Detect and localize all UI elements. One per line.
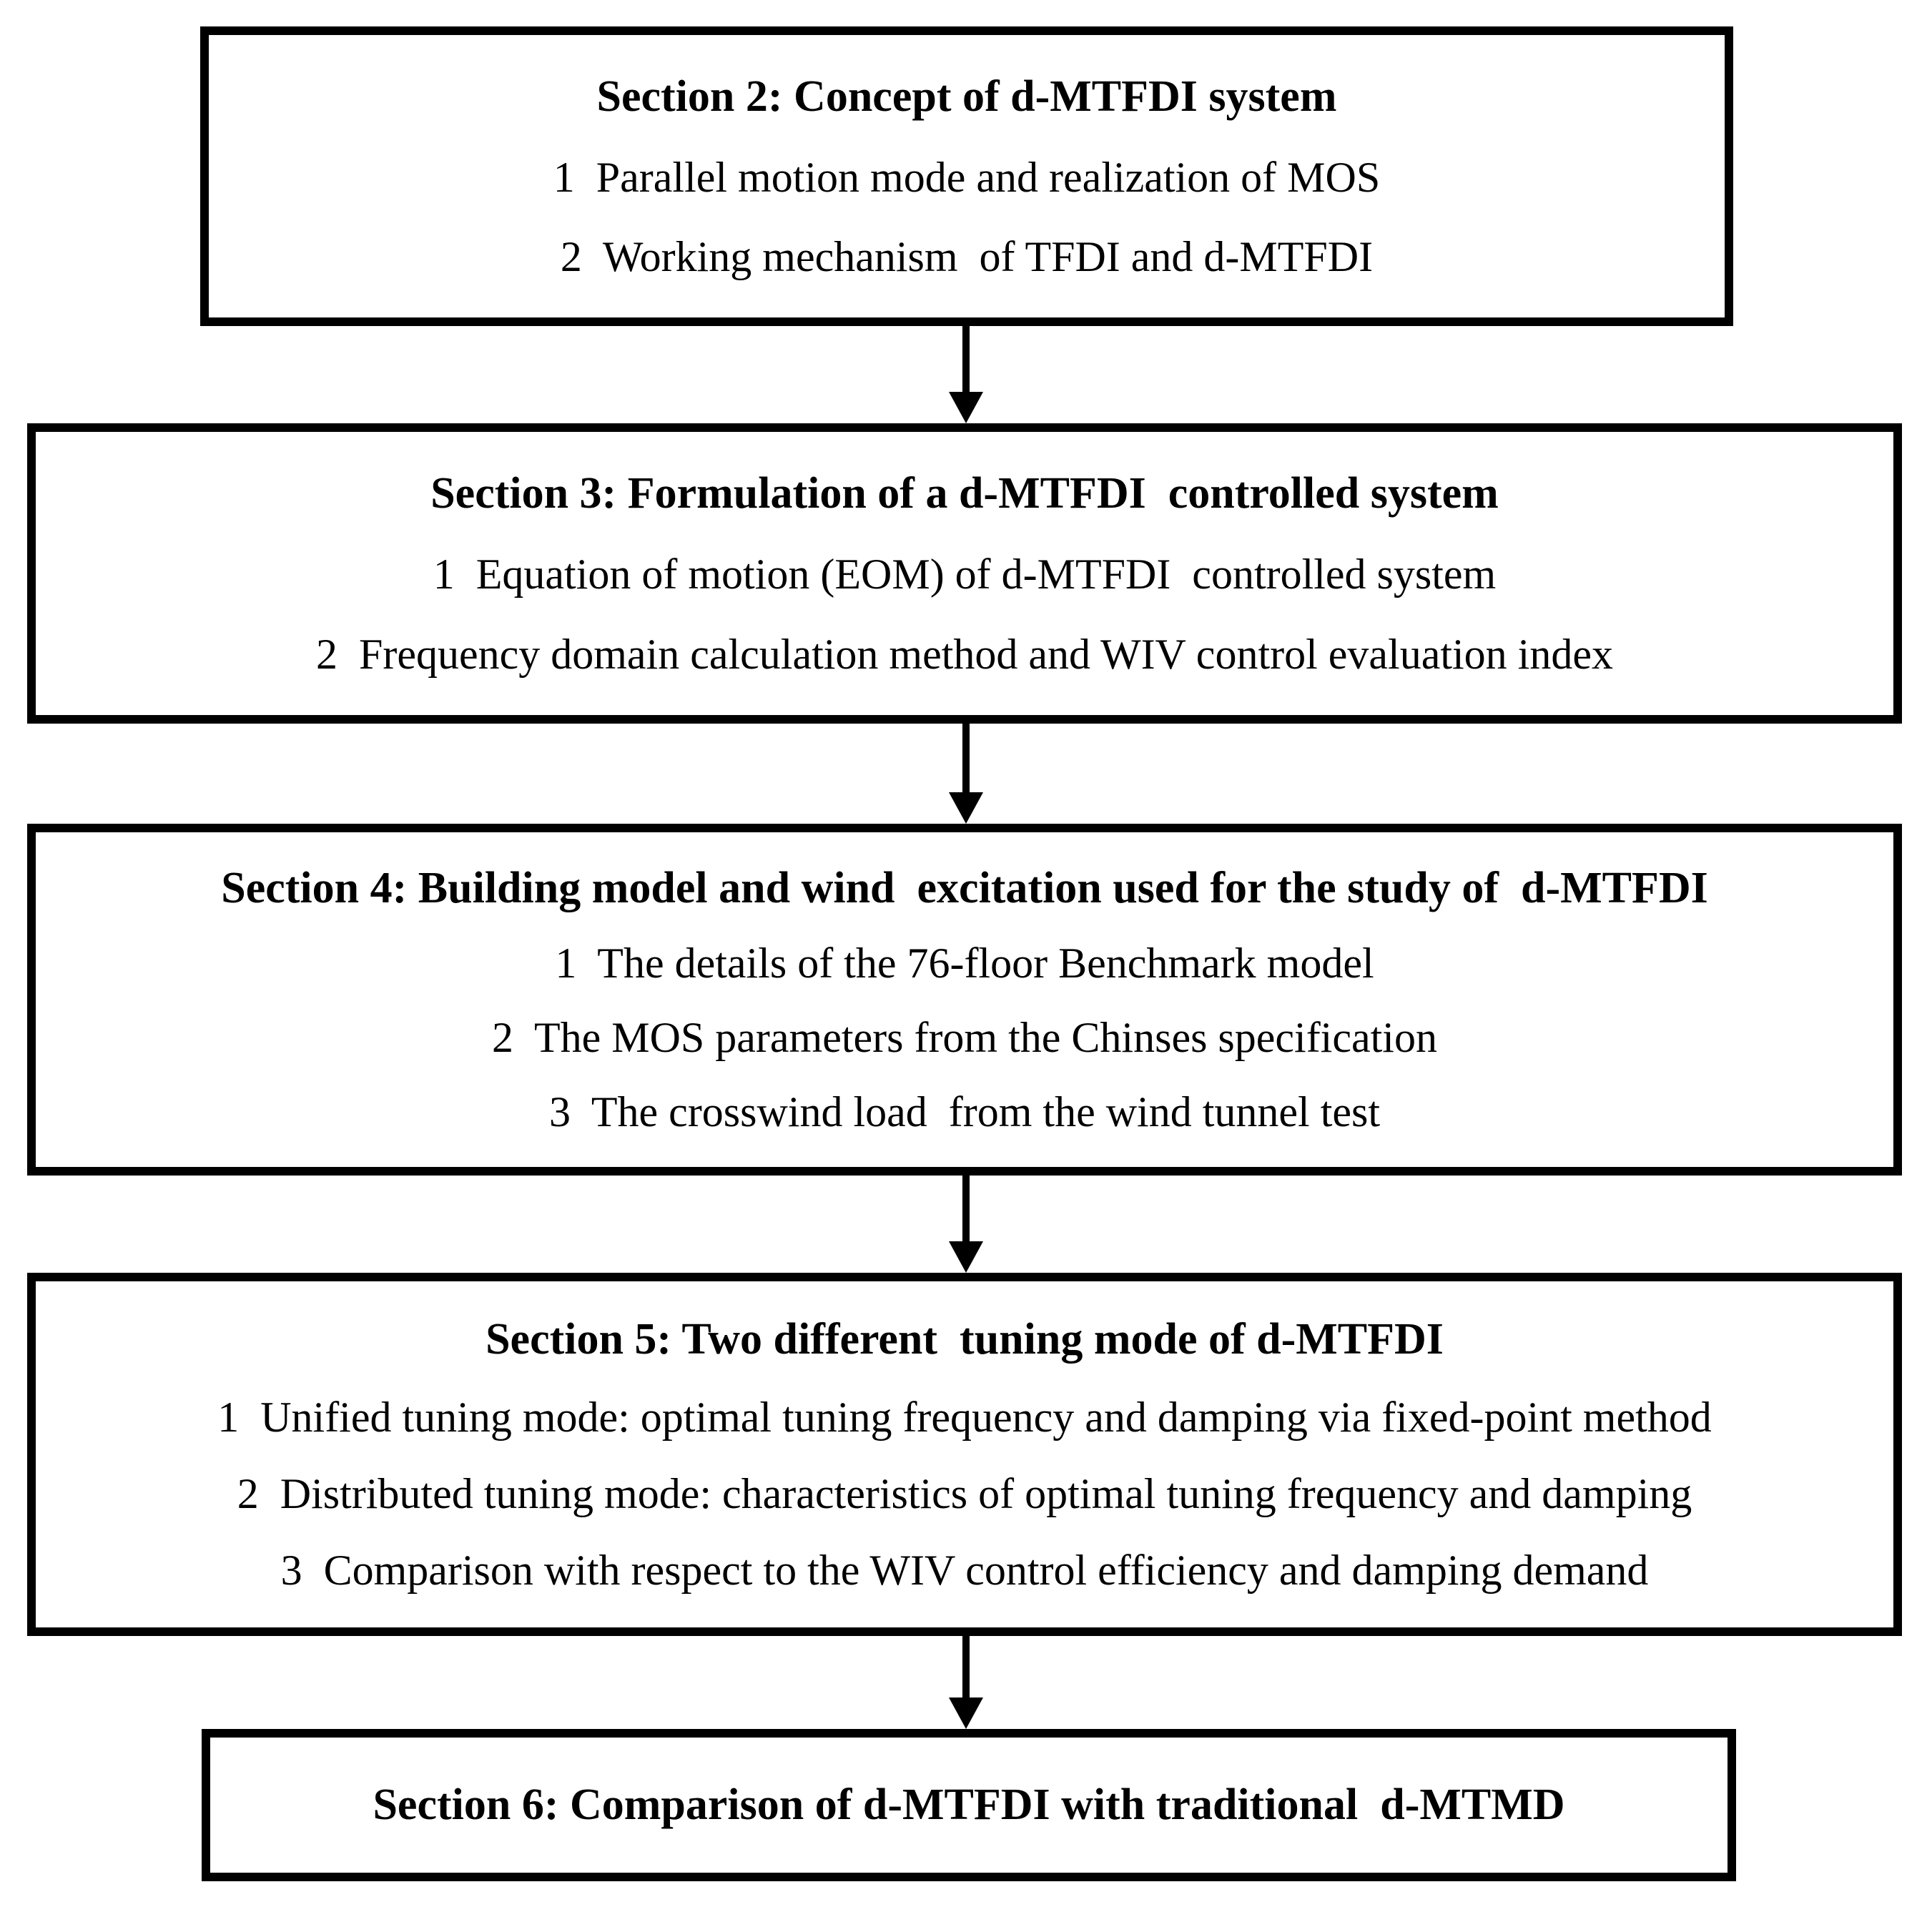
box-item: 2 The MOS parameters from the Chinses sp…	[492, 1014, 1437, 1062]
box-title: Section 2: Concept of d-MTFDI system	[596, 72, 1337, 121]
down-arrow-icon	[949, 1635, 983, 1729]
arrow-shaft	[962, 1635, 970, 1697]
box-title: Section 4: Building model and wind excit…	[221, 863, 1708, 912]
arrow-shaft	[962, 1174, 970, 1241]
down-arrow-icon	[949, 722, 983, 824]
arrow-head	[949, 792, 983, 824]
arrow-head	[949, 1241, 983, 1273]
flow-box-section-5: Section 5: Two different tuning mode of …	[27, 1273, 1902, 1636]
box-item: 2 Distributed tuning mode: characteristi…	[237, 1469, 1692, 1517]
box-title: Section 3: Formulation of a d-MTFDI cont…	[430, 468, 1499, 518]
flow-box-section-2: Section 2: Concept of d-MTFDI system 1 P…	[200, 26, 1733, 326]
box-item: 2 Frequency domain calculation method an…	[316, 631, 1613, 679]
arrow-head	[949, 1697, 983, 1729]
box-item: 1 Parallel motion mode and realization o…	[553, 153, 1381, 201]
box-title: Section 5: Two different tuning mode of …	[486, 1315, 1444, 1364]
box-item: 1 The details of the 76-floor Benchmark …	[555, 940, 1374, 987]
box-item: 1 Equation of motion (EOM) of d-MTFDI co…	[433, 551, 1497, 598]
arrow-shaft	[962, 325, 970, 392]
flow-box-section-4: Section 4: Building model and wind excit…	[27, 824, 1902, 1176]
box-item: 1 Unified tuning mode: optimal tuning fr…	[217, 1393, 1712, 1441]
flow-box-section-6: Section 6: Comparison of d-MTFDI with tr…	[202, 1729, 1736, 1881]
down-arrow-icon	[949, 1174, 983, 1273]
box-title: Section 6: Comparison of d-MTFDI with tr…	[373, 1780, 1565, 1830]
box-item: 2 Working mechanism of TFDI and d-MTFDI	[560, 233, 1374, 281]
box-item: 3 The crosswind load from the wind tunne…	[548, 1088, 1381, 1135]
down-arrow-icon	[949, 325, 983, 423]
flow-box-section-3: Section 3: Formulation of a d-MTFDI cont…	[27, 423, 1902, 724]
arrow-shaft	[962, 722, 970, 792]
box-item: 3 Comparison with respect to the WIV con…	[280, 1546, 1649, 1594]
arrow-head	[949, 392, 983, 423]
